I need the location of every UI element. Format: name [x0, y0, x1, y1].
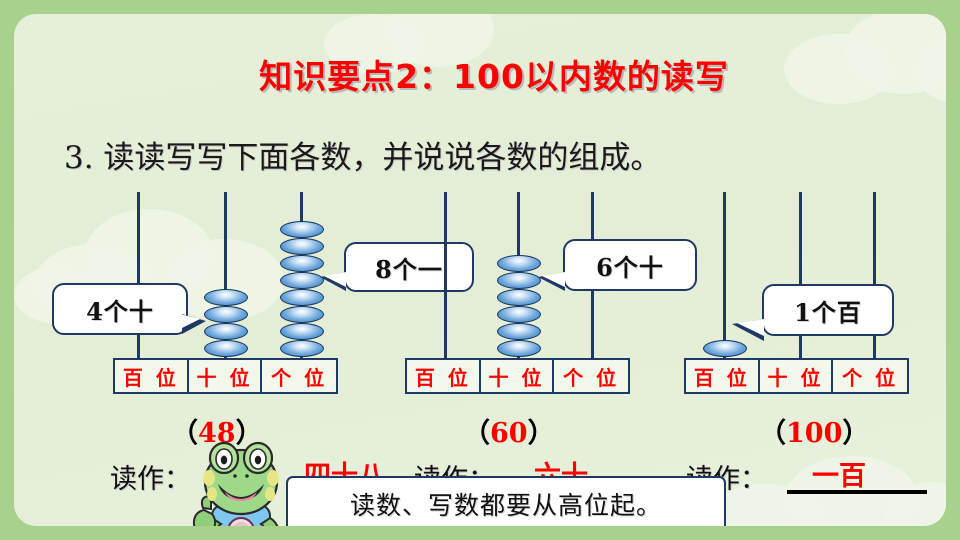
- answer-open-paren: （: [463, 418, 490, 449]
- group3-tens-rod: [799, 192, 802, 360]
- answer-close-paren: ）: [527, 418, 555, 449]
- place-value-table-2: 百 位 十 位 个 位: [405, 358, 630, 394]
- callout-8-ones-tail-fill: [324, 272, 346, 287]
- group1-hundreds-rod: [137, 192, 140, 360]
- place-value-table-1: 百 位 十 位 个 位: [113, 358, 338, 394]
- bead: [204, 340, 248, 357]
- callout-1-hundred-tail-fill: [737, 319, 764, 336]
- answer-close-paren: ）: [842, 418, 870, 449]
- bead: [497, 272, 541, 289]
- pv-cell-ones: 个 位: [271, 365, 328, 390]
- bead: [497, 255, 541, 272]
- pv-cell-tens: 十 位: [189, 360, 263, 392]
- pv-cell-hundreds: 百 位: [115, 360, 189, 392]
- callout-1-hundred: 1个百: [762, 284, 894, 336]
- slide-inner-frame: 知识要点2：100以内数的读写 3. 读读写写下面各数，并说说各数的组成。 4个…: [14, 14, 946, 526]
- bead: [280, 340, 324, 357]
- group1-tens-rod: [224, 192, 227, 360]
- answer-value: 100: [786, 418, 843, 449]
- read-label-1: 读作：: [110, 464, 191, 495]
- bead: [280, 306, 324, 323]
- callout-8-ones: 8个一: [344, 242, 474, 292]
- pv-cell-hundreds: 百 位: [407, 360, 481, 392]
- bead: [497, 323, 541, 340]
- bead: [204, 306, 248, 323]
- callout-label: 8个一: [375, 254, 443, 284]
- callout-label: 1个百: [794, 297, 862, 327]
- instruction-text: 3. 读读写写下面各数，并说说各数的组成。: [64, 140, 662, 176]
- callout-6-tens-tail-fill: [542, 272, 565, 287]
- callout-label: 6个十: [596, 252, 664, 282]
- group3-hundreds-rod: [723, 192, 726, 360]
- pv-cell-tens: 十 位: [481, 360, 555, 392]
- bead: [280, 238, 324, 255]
- callout-6-tens: 6个十: [563, 239, 697, 291]
- bead: [703, 340, 747, 357]
- note-box: 读数、写数都要从高位起。: [286, 476, 726, 526]
- bead: [204, 289, 248, 306]
- bead: [280, 221, 324, 238]
- read-answer-3: 一百: [812, 461, 866, 492]
- answer-value: 60: [490, 418, 528, 449]
- pv-cell-ones: 个 位: [842, 365, 899, 390]
- bead: [204, 323, 248, 340]
- frog-mascot: [182, 438, 300, 526]
- bead: [497, 306, 541, 323]
- pv-cell-tens: 十 位: [760, 360, 834, 392]
- bead: [280, 289, 324, 306]
- read-underline-3: [787, 490, 927, 494]
- callout-label: 4个十: [86, 296, 154, 326]
- pv-cell-ones: 个 位: [563, 365, 620, 390]
- group3-ones-rod: [873, 192, 876, 360]
- answer-number-2: （60）: [463, 411, 555, 450]
- place-value-table-3: 百 位 十 位 个 位: [684, 358, 909, 394]
- bead: [497, 289, 541, 306]
- bead: [497, 340, 541, 357]
- callout-4-tens-tail-fill: [180, 314, 200, 329]
- bead: [280, 255, 324, 272]
- answer-open-paren: （: [171, 418, 198, 449]
- frog-mascot-icon: [192, 441, 279, 526]
- callout-4-tens: 4个十: [52, 283, 188, 335]
- page-title: 知识要点2：100以内数的读写: [259, 57, 729, 96]
- bead: [280, 323, 324, 340]
- answer-number-3: （100）: [759, 411, 869, 450]
- pv-cell-hundreds: 百 位: [686, 360, 760, 392]
- group2-hundreds-rod: [444, 192, 447, 360]
- bead: [280, 272, 324, 289]
- note-text: 读数、写数都要从高位起。: [349, 491, 662, 520]
- answer-open-paren: （: [759, 418, 786, 449]
